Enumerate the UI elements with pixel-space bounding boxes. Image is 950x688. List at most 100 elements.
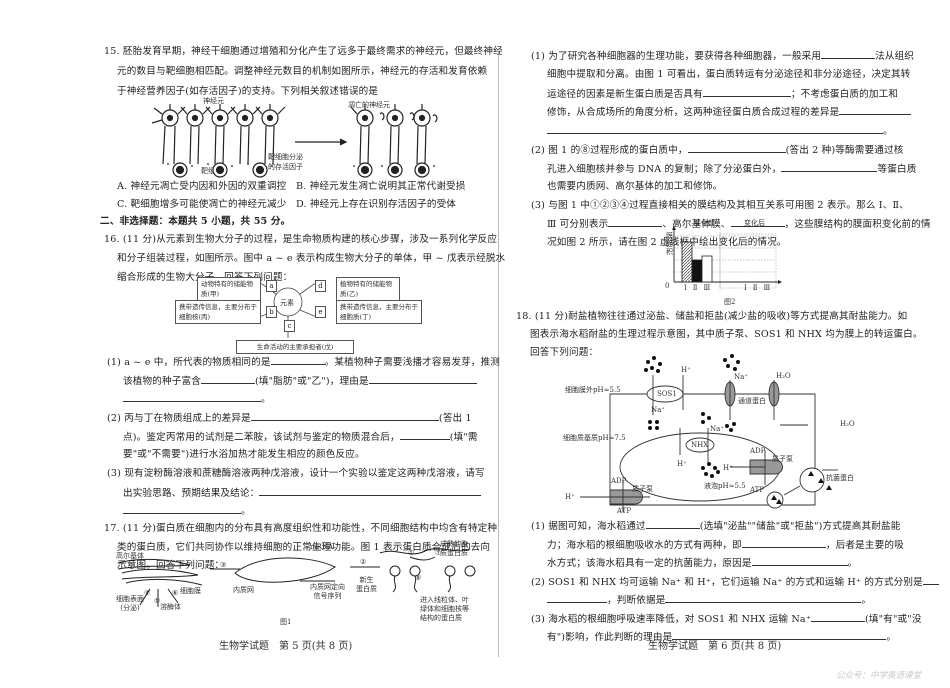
q15-line1: 15. 胚胎发育早期，神经干细胞通过增殖和分化产生了远多于最终需求的神经元，但最… — [104, 46, 503, 57]
answer-blank[interactable] — [821, 46, 876, 59]
neuron-apoptosis-figure — [151, 104, 438, 178]
svg-text:①: ① — [408, 549, 414, 557]
label-step-8: ⑧ — [415, 574, 422, 582]
q17-sub1-line3: 运途径的因素是新生蛋白质是否具有；不考虑蛋白质的加工和 — [547, 84, 898, 105]
label-outside-ph: 细胞膜外pH≈5.5 — [565, 386, 621, 394]
answer-blank[interactable] — [608, 214, 663, 227]
q18-sub1-line3: 水方式；该海水稻具有一定的抗菌能力，原因是。 — [547, 553, 857, 574]
label-cell-surface: 细胞表面 (分泌) — [116, 595, 144, 612]
answer-blank[interactable] — [751, 553, 848, 566]
label-cell-membrane: 细胞膜 — [180, 587, 201, 595]
svg-text:⑥: ⑥ — [172, 589, 178, 597]
q17-sub3-line2: Ⅲ 可分别表示、高尔基体膜、，这些膜结构的膜面积变化前的情 — [547, 214, 931, 235]
monomer-d: d — [315, 280, 326, 292]
watermark: 公众号：中学英语课堂 — [836, 671, 922, 681]
q16-line2: 和分子组装过程，如图所示。图中 a ~ e 表示构成生物大分子的单体，甲 ~ 戊… — [117, 253, 506, 264]
chart-subtitle-after: 变化后 — [744, 219, 765, 227]
chart-subtitle-before: 变化前 — [694, 219, 715, 227]
label-h2o-channel: H₂O — [776, 372, 791, 380]
answer-blank[interactable] — [368, 371, 477, 384]
answer-blank[interactable] — [123, 501, 241, 514]
answer-blank[interactable] — [200, 371, 255, 384]
q15-option-c: C. 靶细胞增多可能使凋亡的神经元减少 — [117, 199, 287, 210]
answer-blank[interactable] — [270, 352, 325, 365]
label-signal-sequence: 内质网定向 信号序列 — [310, 583, 345, 600]
label-mrna: mRNA — [310, 543, 334, 551]
answer-blank[interactable] — [250, 408, 439, 421]
answer-blank[interactable] — [811, 609, 866, 622]
label-survival-factor: 靶细胞分泌 的存活因子 — [268, 153, 303, 171]
q16-sub1-line3: 。 — [123, 389, 271, 410]
center-elements: 元素 — [280, 299, 294, 307]
chart-origin: 0 — [665, 282, 670, 290]
chart-categories-before: ⅠⅡⅢ — [684, 284, 717, 292]
label-sos1: SOS1 — [657, 390, 677, 398]
q18-sub3-line1: (3) 海水稻的根细胞呼吸速率降低，对 SOS1 和 NHX 运输 Na⁺(填"… — [531, 609, 922, 630]
q15-line2: 元的数目与靶细胞相匹配。调整神经元数目的机制如图所示，神经元的存活和发育依赖 — [117, 66, 488, 77]
q18-line1: 18. (11 分)耐盐植物往往通过泌盐、储盐和拒盐(减少盐的吸收)等方式提高其… — [516, 311, 908, 322]
answer-blank[interactable] — [730, 214, 785, 227]
q18-sub2-line1: (2) SOS1 和 NHX 均可运输 Na⁺ 和 H⁺，它们运输 Na⁺ 的方… — [531, 572, 939, 593]
answer-blank[interactable] — [547, 590, 607, 603]
label-na-sos1: Na⁺ — [651, 406, 665, 414]
q17-sub2-line2: 孔进入细胞核并参与 DNA 的复制；除了分泌蛋白外，等蛋白质 — [547, 159, 916, 180]
left-page: 15. 胚胎发育早期，神经干细胞通过增殖和分化产生了远多于最终需求的神经元，但最… — [100, 46, 505, 652]
answer-blank[interactable] — [687, 140, 786, 153]
q17-sub3-line1: (3) 与图 1 中①②③④过程直接相关的膜结构及其相互关系可用图 2 表示。那… — [531, 200, 909, 211]
label-target-cell: 靶细胞 — [201, 167, 222, 175]
label-adp-vacuole: ADP — [750, 447, 766, 455]
answer-blank[interactable] — [645, 516, 700, 529]
q17-sub2-line3: 也需要内质网、高尔基体的加工和修饰。 — [547, 181, 723, 192]
svg-text:④: ④ — [144, 589, 150, 597]
q16-sub3-line2: 出实验思路、预期结果及结论： — [123, 483, 482, 504]
figure1-caption: 图1 — [280, 618, 292, 626]
q18-sub2-line2: ，判断依据是。 — [547, 590, 871, 611]
section2-heading: 二、非选择题：本题共 5 小题，共 55 分。 — [100, 216, 291, 227]
answer-blank[interactable] — [741, 535, 826, 548]
q17-line2: 类的蛋白质，它们共同协作以维持细胞的正常生理功能。图 1 表示蛋白质合成后的去向 — [117, 542, 491, 553]
q18-line3: 回答下列问题： — [530, 347, 599, 358]
salt-tolerance-cell-figure — [580, 354, 838, 512]
answer-blank[interactable] — [665, 590, 862, 603]
figure2-caption: 图2 — [724, 298, 736, 306]
q17-line1: 17. (11 分)蛋白质在细胞内的分布具有高度组织性和功能性，不同细胞结构中均… — [104, 523, 498, 534]
answer-blank[interactable] — [123, 389, 261, 402]
answer-blank[interactable] — [781, 159, 878, 172]
bar-I-before — [681, 241, 693, 283]
q16-line1: 16. (11 分)从元素到生物大分子的过程，是生命物质构建的核心步骤，涉及一系… — [104, 234, 498, 245]
right-page: (1) 为了研究各种细胞器的生理功能，要获得各种细胞器，一般采用法从组织 细胞中… — [486, 0, 950, 688]
monomer-a: a — [266, 280, 277, 292]
label-h-pump-membrane: H⁺ — [565, 493, 575, 501]
label-na-nhx: Na⁺ — [710, 425, 724, 433]
box-bing: 携带遗传信息，主要分布于细胞核(丙) — [175, 300, 261, 324]
answer-blank[interactable] — [547, 121, 883, 134]
q15-option-a: A. 神经元凋亡受内因和外因的双重调控 — [117, 181, 287, 192]
svg-text:⑤: ⑤ — [154, 597, 160, 605]
answer-blank[interactable] — [672, 627, 887, 640]
label-h-pump-vacuole: H⁺ — [723, 464, 733, 472]
chart-categories-after: ⅠⅡⅢ — [744, 284, 777, 292]
svg-text:⑦: ⑦ — [435, 549, 441, 557]
answer-blank[interactable] — [702, 84, 791, 97]
answer-blank[interactable] — [839, 102, 912, 115]
svg-text:③: ③ — [220, 561, 226, 569]
answer-blank[interactable] — [259, 483, 482, 496]
monomer-b: b — [266, 306, 277, 318]
right-page-footer: 生物学试题 第 6 页(共 8 页) — [648, 641, 782, 652]
bar-II-before — [691, 259, 703, 283]
monomer-e: e — [315, 306, 326, 318]
box-yi: 植物特有的储能物质(乙) — [336, 277, 400, 301]
label-proton-pump-vacuole: 质子泵 — [772, 455, 793, 463]
label-atp-vacuole: ATP — [750, 486, 765, 494]
q18-sub1-line1: (1) 据图可知，海水稻通过(选填"泌盐""储盐"或"拒盐")方式提高其耐盐能 — [531, 516, 901, 537]
q15-option-b: B. 神经元发生凋亡说明其正常代谢受损 — [296, 181, 466, 192]
svg-text:②: ② — [360, 558, 366, 566]
q18-line2: 图表示海水稻耐盐的生理过程示意图，其中质子泵、SOS1 和 NHX 均为膜上的转… — [530, 329, 923, 340]
figure2-bar-chart — [672, 226, 782, 290]
label-dead-neuron: 凋亡的神经元 — [348, 101, 390, 109]
q18-sub1-line2: 力；海水稻的根细胞吸收水的方式有两种，即，后者是主要的吸 — [547, 535, 904, 556]
answer-blank[interactable] — [399, 427, 450, 440]
q16-sub1-line2: 该植物的种子富含(填"脂肪"或"乙")，理由是 — [123, 371, 477, 392]
answer-blank[interactable] — [922, 572, 939, 585]
q16-sub1-line1: (1) a ~ e 中，所代表的物质相同的是。某植物种子需要浅播才容易发芽，推测 — [107, 352, 500, 373]
